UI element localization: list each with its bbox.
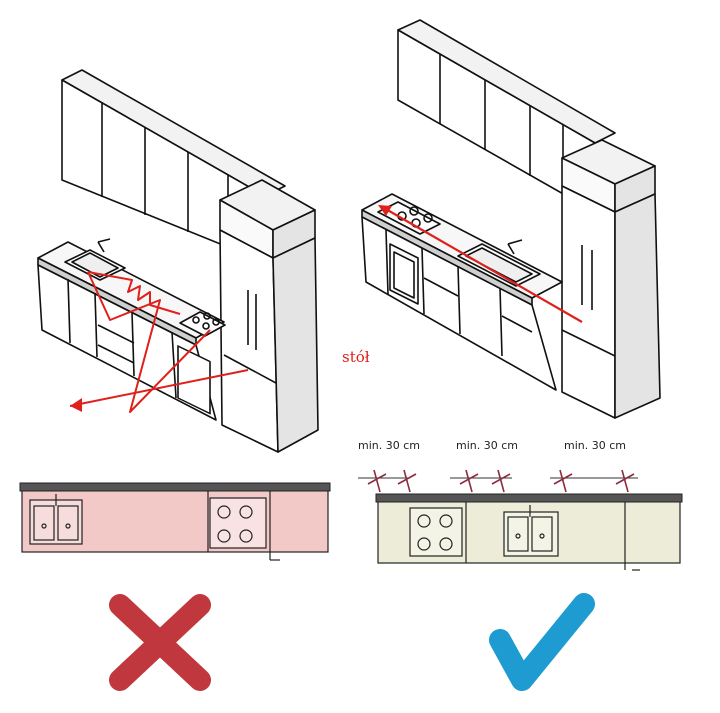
- tall-fridge-column: [219, 179, 319, 453]
- right-kitchen-isometric: [361, 19, 661, 419]
- clearance-label-3: min. 30 cm: [564, 439, 626, 452]
- wrong-plan-view: [19, 482, 331, 561]
- right-work-path: [378, 205, 583, 323]
- tall-fridge-column-right: [561, 139, 661, 419]
- plan-sink-left: [29, 494, 83, 545]
- table-label: stół: [342, 348, 370, 366]
- clearance-dimensions: min. 30 cm min. 30 cm min. 30 cm: [358, 439, 638, 493]
- plan-hob-right: [409, 507, 463, 557]
- right-plan-view: [375, 493, 683, 571]
- wrong-work-path: [69, 271, 249, 413]
- upper-cabinets: [61, 69, 286, 263]
- cross-icon: [109, 594, 211, 691]
- base-cabinets: [37, 238, 226, 421]
- plan-sink-right: [503, 505, 559, 557]
- upper-cabinets-right: [397, 19, 616, 213]
- dimension-ticks: [367, 469, 635, 493]
- base-cabinets-right: [361, 193, 563, 391]
- wrong-kitchen-isometric: [37, 69, 319, 453]
- plan-hob-left: [209, 497, 267, 549]
- clearance-label-1: min. 30 cm: [358, 439, 420, 452]
- clearance-label-2: min. 30 cm: [456, 439, 518, 452]
- check-icon: [489, 593, 595, 691]
